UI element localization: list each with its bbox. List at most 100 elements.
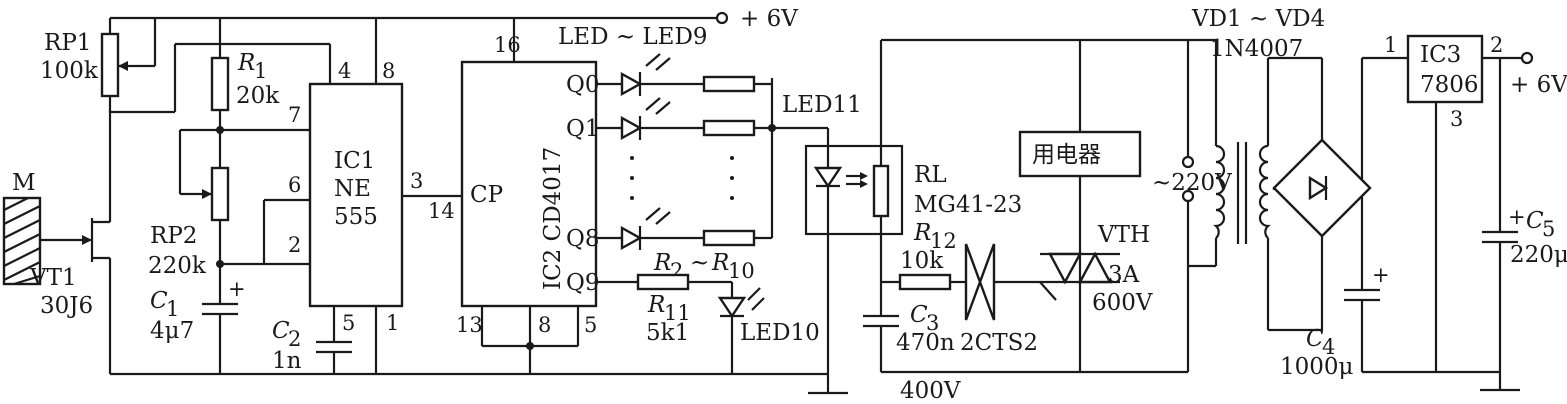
c2-label: C [272, 318, 290, 344]
led-row-q1 [596, 97, 772, 141]
load-label: 用电器 [1032, 142, 1101, 168]
vt1-jfet [80, 110, 112, 374]
rp1-potentiometer [100, 18, 175, 114]
load-box [1018, 130, 1142, 178]
ic2-name: IC2 CD4017 [540, 147, 566, 290]
supply-right-label: + 6V [1510, 72, 1567, 98]
diac-label: 2CTS2 [960, 330, 1038, 356]
r1-sub: 1 [254, 59, 267, 83]
c4-plus: + [1372, 263, 1390, 287]
ic1-pin3: 3 [410, 169, 423, 193]
c5-label: C [1526, 208, 1544, 234]
ic3-pin1: 1 [1384, 33, 1397, 57]
led10-label: LED10 [740, 320, 820, 346]
r1-label: R [237, 50, 255, 76]
ic3-number: 7806 [1420, 72, 1479, 98]
c5-capacitor [1480, 230, 1520, 392]
ic2-q0: Q0 [566, 72, 600, 98]
ic3-wires [1434, 51, 1534, 372]
c3-sub: 3 [926, 311, 939, 335]
c3-value: 470n [896, 330, 955, 356]
rl-label: RL [914, 162, 947, 188]
c4-capacitor [1344, 196, 1500, 374]
ic1-pins [332, 18, 462, 374]
rl-type: MG41-23 [914, 192, 1022, 218]
ic1-family: NE [334, 176, 371, 202]
r-range-sep: ~ [690, 250, 709, 276]
ic1-number: 555 [334, 204, 378, 230]
r-range-b-sub: 10 [728, 259, 755, 283]
vth-voltage: 600V [1092, 290, 1153, 316]
led11-label: LED11 [782, 92, 862, 118]
vth-label: VTH [1097, 222, 1150, 248]
rp1-value: 100k [40, 58, 99, 84]
ic2-bottom-pins [480, 306, 580, 374]
ic2-pin14: 14 [428, 199, 455, 223]
ic1-pin7: 7 [288, 103, 301, 127]
microphone-m [2, 196, 80, 286]
vt1-type: 30J6 [40, 293, 93, 319]
triac-vth [1039, 251, 1120, 301]
transformer [1188, 38, 1322, 332]
ic2-q1: Q1 [566, 116, 600, 142]
c1-plus: + [228, 277, 246, 301]
pin4-wire [173, 42, 332, 112]
ic1-pin8: 8 [382, 59, 395, 83]
rp1-label: RP1 [44, 30, 91, 56]
r-range-b: R [711, 250, 729, 276]
led-row-dots [630, 156, 734, 200]
rp2-value: 220k [148, 253, 207, 279]
r12-sub: 12 [930, 229, 957, 253]
c1-label: C [150, 288, 168, 314]
bridge-rectifier [1272, 56, 1408, 330]
r11-label: R [647, 292, 665, 318]
ic3-7806-body [1406, 34, 1484, 104]
led-range-label: LED ~ LED9 [558, 24, 708, 50]
ic1-name: IC1 [334, 148, 375, 174]
r11-sub: 11 [664, 301, 691, 325]
ic2-cp-label: CP [470, 182, 503, 208]
led-bus-wire [768, 78, 776, 238]
ic2-pin16: 16 [494, 33, 521, 57]
led-row-q8 [596, 207, 772, 251]
ic1-pin4: 4 [338, 59, 351, 83]
rp2-potentiometer [178, 128, 230, 268]
threshold-trigger-wires [218, 198, 310, 304]
ic2-q9: Q9 [566, 270, 600, 296]
ic2-pin5: 5 [584, 313, 597, 337]
c5-value: 220μ [1510, 242, 1567, 268]
ic3-pin2: 2 [1490, 33, 1503, 57]
vt1-label: VT1 [29, 265, 77, 291]
led-row-q0 [596, 53, 772, 97]
ic1-pin5: 5 [342, 311, 355, 335]
supply-rail-top [110, 11, 729, 25]
c2-sub: 2 [288, 327, 301, 351]
vth-current: 3A [1108, 262, 1140, 288]
c4-value: 1000μ [1280, 354, 1354, 380]
ic1-pin6: 6 [288, 173, 301, 197]
supply-top-label: + 6V [740, 6, 798, 32]
ic2-pin13: 13 [456, 313, 483, 337]
rp2-label: RP2 [150, 223, 197, 249]
c3-label: C [910, 302, 928, 328]
r12-value: 10k [900, 248, 944, 274]
c1-value: 4μ7 [150, 318, 194, 344]
c5-plus: + [1508, 205, 1526, 229]
c4-label: C [1306, 326, 1324, 352]
ic2-q8: Q8 [566, 226, 600, 252]
r12-label: R [913, 220, 931, 246]
ac-terminals [1181, 155, 1195, 203]
ac-label: ~220V [1152, 170, 1232, 196]
r1-value: 20k [236, 83, 280, 109]
c4-sub: 4 [1322, 335, 1335, 359]
ic1-ne555-body [308, 82, 404, 308]
r12-c3-network [863, 273, 966, 372]
c1-sub: 1 [166, 297, 179, 321]
optocoupler [772, 40, 904, 282]
diac-2cts2 [964, 243, 1040, 321]
c1-capacitor [202, 302, 238, 374]
ic3-pin3: 3 [1450, 107, 1463, 131]
r1-resistor [210, 18, 310, 168]
vd-label: VD1 ~ VD4 [1191, 6, 1325, 32]
